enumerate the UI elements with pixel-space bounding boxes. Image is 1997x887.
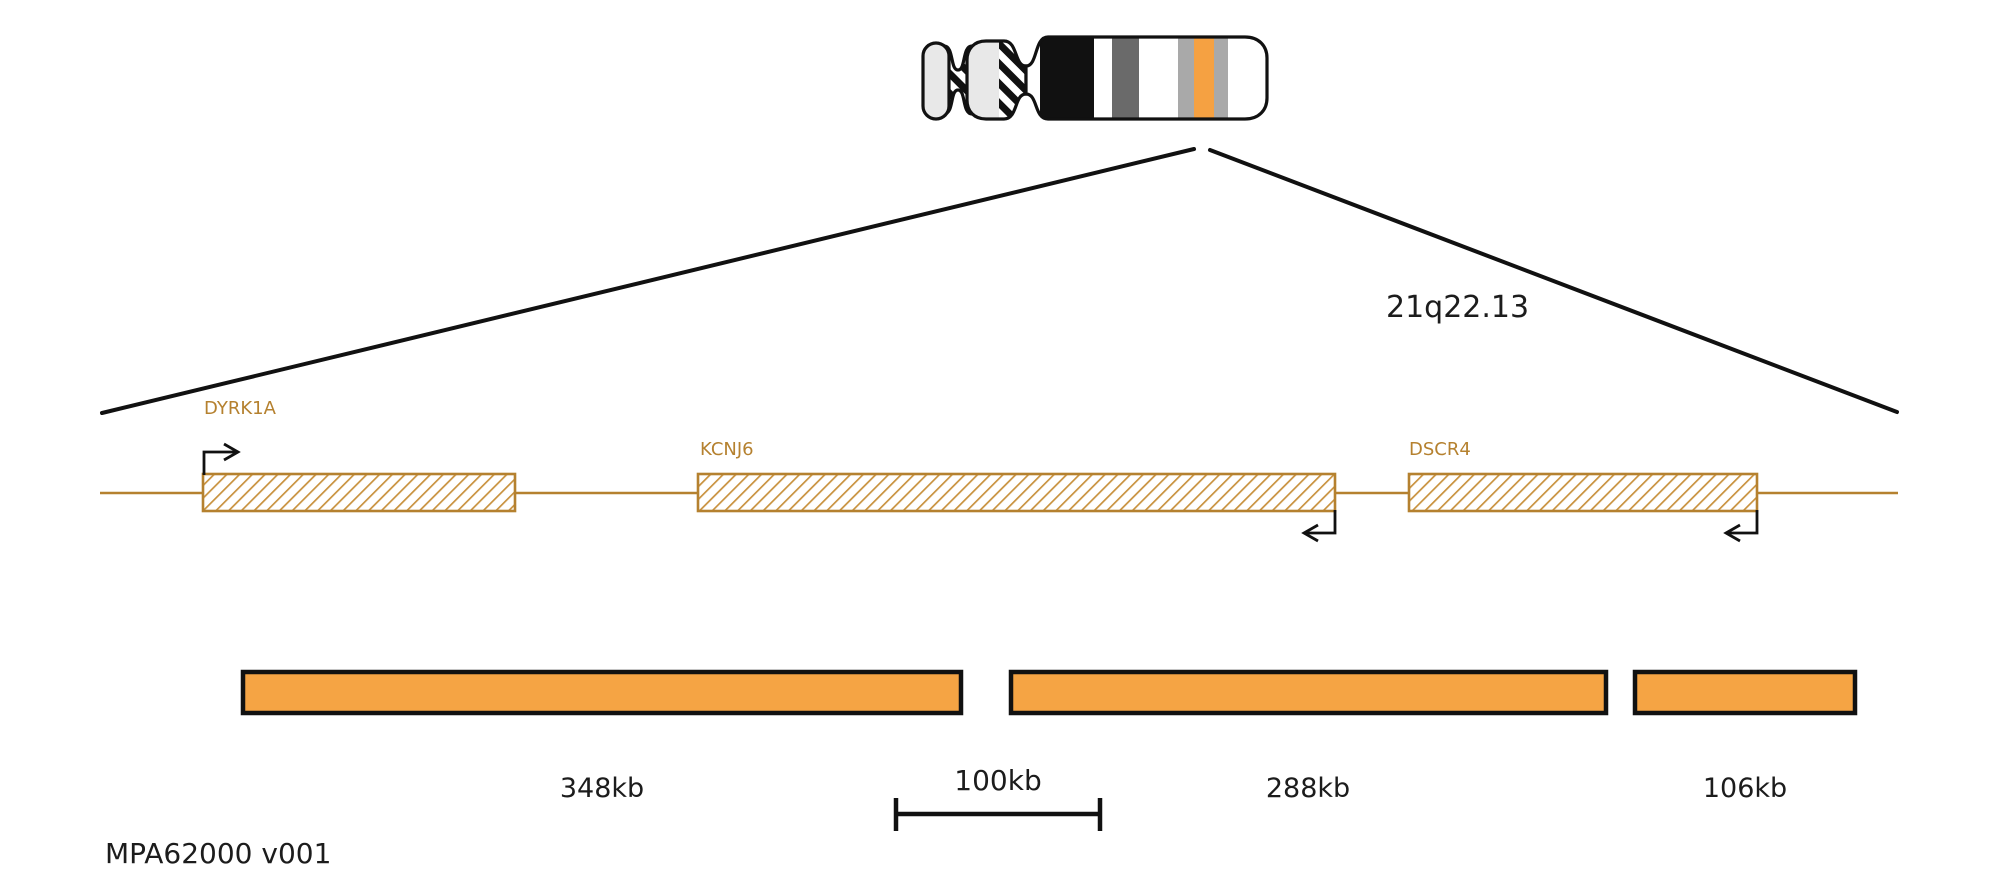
scale-bar: 100kb — [893, 764, 1103, 831]
gene-box-kcnj6 — [696, 472, 1337, 513]
satellite-band — [921, 41, 951, 121]
forward-strand-arrowhead-icon — [223, 442, 241, 462]
segment-bar-3 — [1632, 669, 1858, 716]
reverse-strand-arrow-icon — [1728, 510, 1759, 535]
cytoband-label: 21q22.13 — [1386, 290, 1529, 325]
segment-bar-1 — [240, 669, 964, 716]
gene-box-dyrk1a — [201, 472, 517, 513]
band-orange-highlight — [1194, 37, 1214, 119]
footer-version-label: MPA62000 v001 — [105, 837, 331, 870]
zoom-line-right — [1208, 148, 1899, 414]
reverse-strand-arrowhead-icon — [1301, 523, 1319, 543]
gene-label-dyrk1a: DYRK1A — [204, 398, 277, 419]
gene-label-dscr4: DSCR4 — [1409, 439, 1471, 460]
q-arm-outline — [1024, 35, 1269, 121]
band-dark-gray — [1112, 37, 1139, 119]
reverse-strand-arrowhead-icon — [1723, 523, 1741, 543]
forward-strand-arrow-icon — [202, 450, 236, 475]
segment-size-label-3: 106kb — [1703, 773, 1787, 804]
gene-label-kcnj6: KCNJ6 — [700, 439, 754, 460]
zoom-line-left — [100, 147, 1196, 415]
segment-bar-2 — [1008, 669, 1609, 716]
q-arm-bands — [1040, 37, 1228, 119]
segment-size-label-1: 348kb — [560, 773, 644, 804]
chromosome-ideogram — [921, 35, 1269, 121]
p-arm-outline — [965, 39, 1028, 121]
gene-track: DYRK1A KCNJ6 DSCR4 — [100, 398, 1898, 543]
gene-box-dscr4 — [1407, 472, 1759, 513]
reverse-strand-arrow-icon — [1306, 510, 1337, 535]
scale-bar-label: 100kb — [954, 764, 1041, 797]
segment-size-label-2: 288kb — [1266, 773, 1350, 804]
segment-bars: 348kb 288kb 106kb — [240, 669, 1858, 804]
band-black — [1040, 37, 1094, 119]
